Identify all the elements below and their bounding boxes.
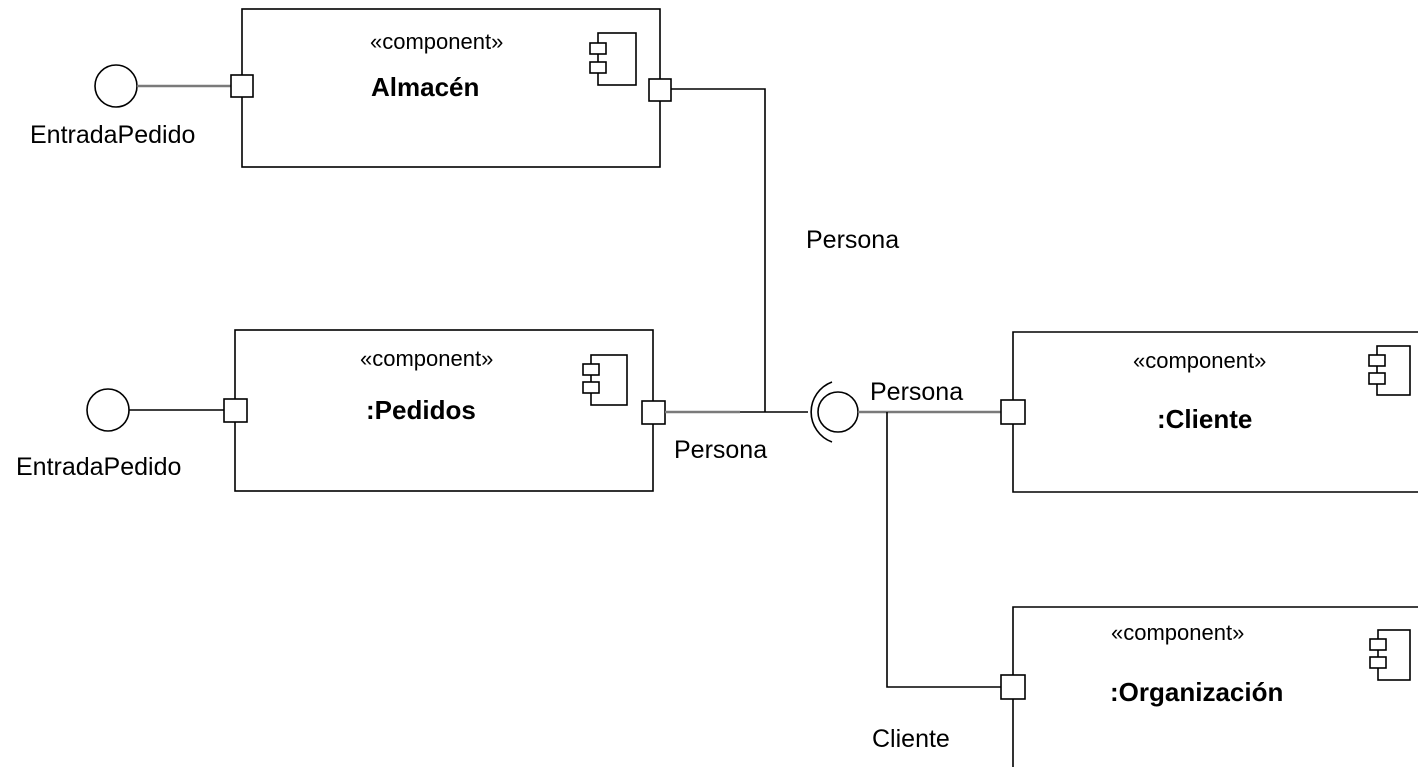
- almacen-persona-connector: Persona: [648, 78, 899, 412]
- component-icon: [589, 32, 637, 86]
- persona-assembly: Persona: [810, 378, 1001, 688]
- almacen-port-right: [648, 78, 672, 102]
- pedidos-entrada-interface: EntradaPedido: [16, 388, 248, 481]
- organizacion-name: :Organización: [1110, 677, 1283, 707]
- component-almacen: «component» Almacén: [241, 8, 661, 168]
- component-organizacion-box: [1012, 606, 1418, 767]
- cliente-port-left: [1000, 399, 1026, 425]
- cliente-name: :Cliente: [1157, 404, 1252, 434]
- pedidos-port-left: [223, 398, 248, 423]
- component-pedidos-box: [234, 329, 654, 492]
- almacen-port-left: [230, 74, 254, 98]
- component-cliente: «component» :Cliente: [1000, 331, 1418, 493]
- organizacion-cliente-label: Cliente: [872, 725, 950, 753]
- component-almacen-box: [241, 8, 661, 168]
- pedidos-stereotype: «component»: [360, 346, 493, 371]
- almacen-entrada-label: EntradaPedido: [30, 121, 195, 149]
- provided-interface-ball-icon: [94, 64, 138, 108]
- provided-interface-ball-icon: [86, 388, 130, 432]
- almacen-entrada-interface: EntradaPedido: [30, 64, 254, 149]
- required-interface-socket-icon: [810, 381, 833, 443]
- pedidos-entrada-label: EntradaPedido: [16, 453, 181, 481]
- almacen-persona-label: Persona: [806, 226, 899, 254]
- organizacion-port-left: [1000, 674, 1026, 700]
- component-organizacion: «component» :Organización Cliente: [872, 606, 1418, 767]
- component-icon: [582, 354, 628, 406]
- component-icon: [1368, 345, 1411, 396]
- almacen-name: Almacén: [371, 72, 479, 102]
- pedidos-persona-label: Persona: [674, 436, 767, 464]
- cliente-persona-label: Persona: [870, 378, 963, 406]
- cliente-stereotype: «component»: [1133, 348, 1266, 373]
- organizacion-stereotype: «component»: [1111, 620, 1244, 645]
- provided-interface-ball-icon: [817, 391, 859, 433]
- pedidos-persona-connector: Persona: [641, 400, 808, 464]
- almacen-stereotype: «component»: [370, 29, 503, 54]
- component-pedidos: «component» :Pedidos: [234, 329, 654, 492]
- component-icon: [1369, 629, 1411, 681]
- pedidos-name: :Pedidos: [366, 395, 476, 425]
- pedidos-port-right: [641, 400, 666, 425]
